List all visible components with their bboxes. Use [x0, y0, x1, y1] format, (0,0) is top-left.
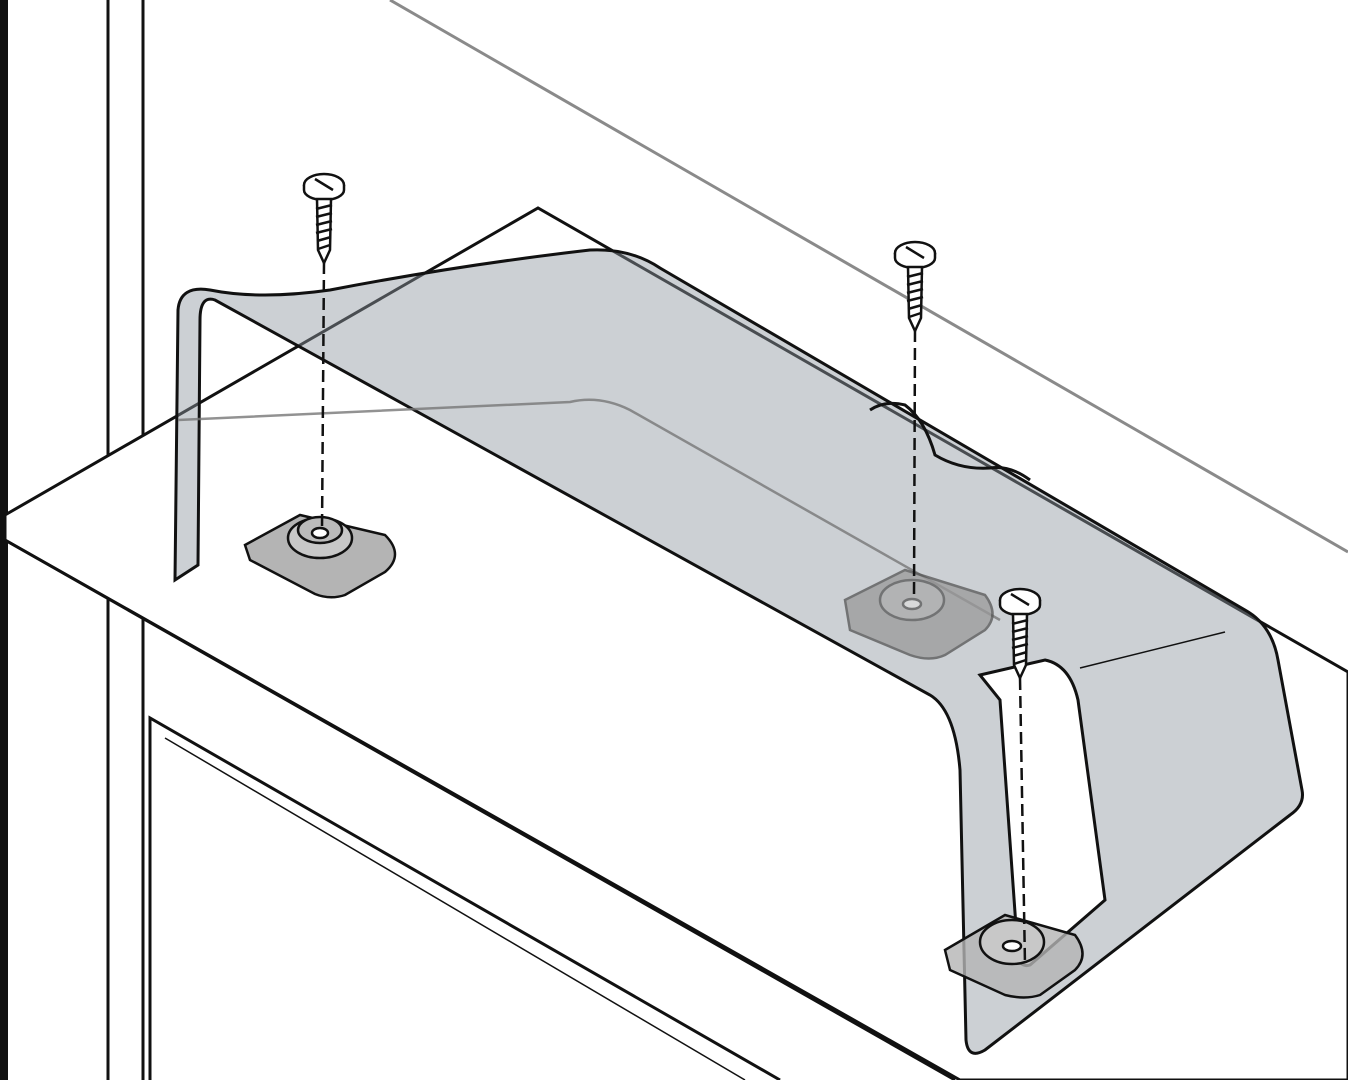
- screw-front-icon: [998, 587, 1042, 681]
- screw-left-icon: [302, 172, 346, 266]
- bracket: [173, 248, 1304, 1055]
- washer-front: [943, 913, 1084, 999]
- washer-middle: [843, 568, 994, 660]
- bracket-slot-top: [869, 401, 1031, 482]
- washer-left: [243, 513, 397, 599]
- wall-guide-line: [389, 0, 1348, 554]
- screw-middle-icon: [893, 240, 937, 334]
- cabinet-opening: [148, 715, 781, 1080]
- screw-guide-lines: [320, 261, 1027, 966]
- cabinet-frame: [106, 0, 145, 1080]
